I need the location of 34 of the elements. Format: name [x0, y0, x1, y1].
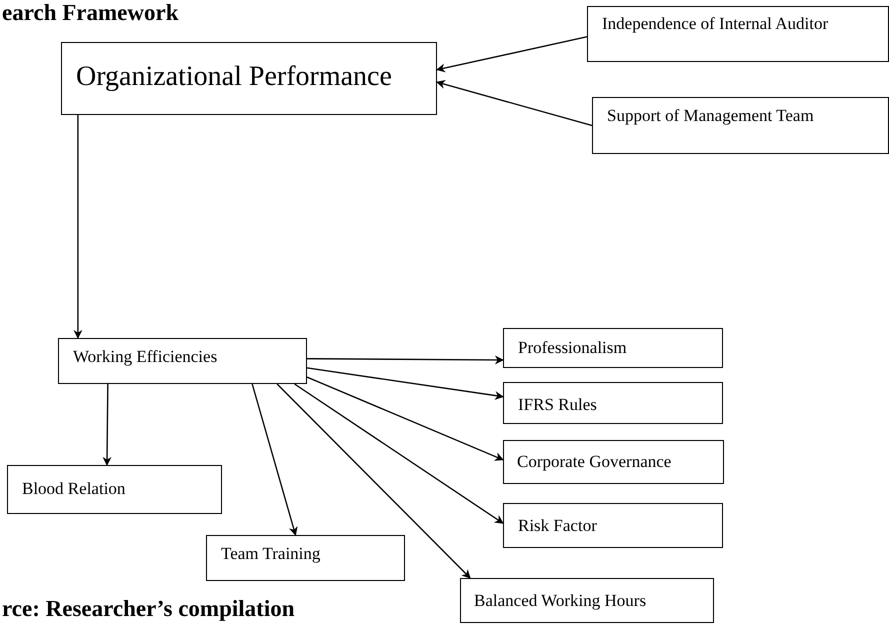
arrow: [436, 36, 588, 72]
arrow: [102, 384, 112, 466]
concept-box: [206, 535, 405, 581]
arrow: [307, 355, 504, 364]
concept-box: [503, 503, 723, 548]
box-label: IFRS Rules: [518, 395, 597, 415]
concept-box: [592, 97, 889, 154]
concept-box: [503, 440, 724, 484]
box-label: Professionalism: [518, 338, 627, 358]
box-label: Team Training: [221, 544, 320, 564]
box-label: Risk Factor: [518, 516, 597, 536]
caption: rce: Researcher’s compilation: [2, 596, 295, 622]
concept-box: [61, 42, 437, 115]
concept-box: [7, 465, 222, 514]
box-label: Independence of Internal Auditor: [602, 14, 828, 34]
box-label: Organizational Performance: [76, 61, 392, 93]
box-label: Blood Relation: [22, 479, 126, 499]
concept-box: [58, 338, 307, 384]
box-label: Corporate Governance: [517, 452, 672, 472]
title: earch Framework: [2, 0, 178, 26]
concept-box: [503, 382, 723, 424]
box-label: Support of Management Team: [607, 106, 814, 126]
arrow: [294, 383, 504, 524]
arrow: [436, 80, 592, 126]
arrow: [306, 367, 504, 400]
arrow: [306, 376, 504, 461]
arrow: [252, 384, 298, 536]
box-label: Working Efficiencies: [73, 347, 218, 367]
box-label: Balanced Working Hours: [474, 591, 646, 611]
concept-box: [503, 328, 723, 368]
arrow: [276, 384, 471, 579]
concept-box: [460, 578, 714, 623]
concept-box: [587, 6, 889, 62]
arrow: [73, 115, 82, 339]
